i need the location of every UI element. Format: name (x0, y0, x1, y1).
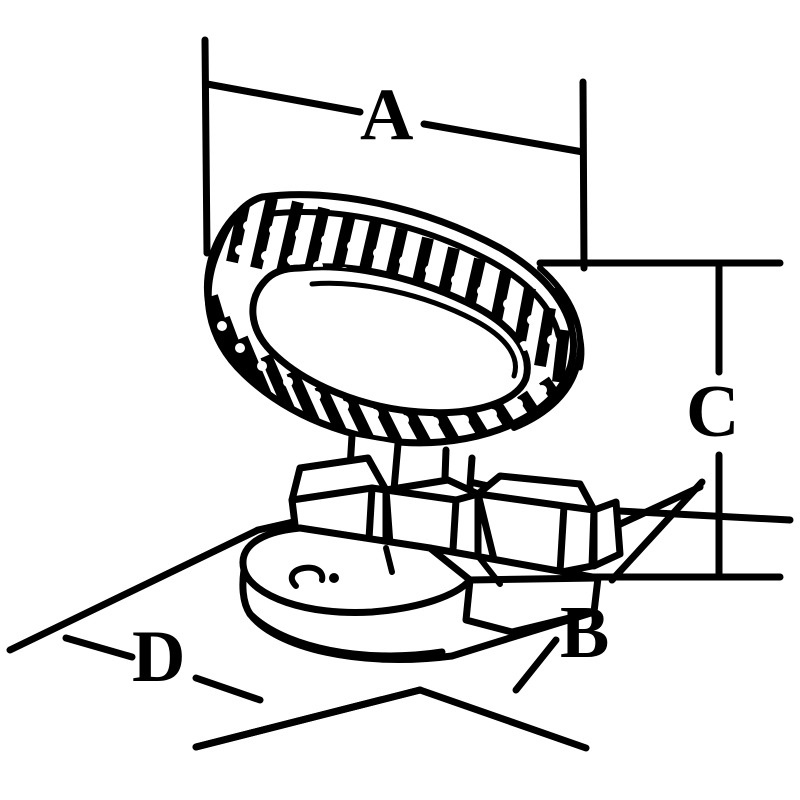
base-fastener-slot (288, 564, 326, 589)
ground-line-right-diagonal (596, 506, 794, 524)
dimension-b-line-upper (608, 478, 706, 584)
mounting-base (239, 454, 624, 664)
dimension-a-line-right (420, 120, 587, 156)
base-right-tab (590, 498, 624, 570)
dimension-b-extension-lower (416, 686, 590, 752)
dimension-d-line-left (62, 634, 136, 661)
dimension-b-line-lower (512, 636, 560, 694)
grip-inner-opening (249, 263, 531, 417)
dimension-label-c: C (686, 371, 740, 453)
grip-right-endcap-line-1 (511, 265, 584, 431)
knurled-oval-grip (203, 191, 585, 447)
base-foot-plate-front-lip (246, 610, 446, 660)
grip-inner-opening-inner-edge (309, 280, 518, 379)
grip-left-endcap-line (203, 211, 239, 323)
dimension-a-line-left (203, 80, 364, 116)
base-fastener-hole (329, 573, 339, 583)
ground-line-bottom-left (192, 686, 424, 751)
base-riser-right-vertical (556, 502, 568, 576)
base-rear-shelf-2 (462, 576, 516, 636)
dimension-label-b: B (560, 592, 610, 674)
base-detail-line-2 (475, 553, 503, 587)
dimension-d-extension-upper (6, 526, 262, 654)
dimension-label-d: D (132, 616, 186, 698)
dimension-a-extension-left (201, 36, 211, 257)
grip-right-endcap-line-2 (553, 287, 585, 371)
dimension-label-a: A (360, 74, 414, 156)
dimension-a-extension-right (579, 78, 588, 272)
base-foot-plate-top-edge (240, 566, 474, 617)
dimension-a-group (201, 36, 588, 272)
base-under-edge (508, 608, 598, 636)
base-detail-line-1 (383, 545, 395, 575)
dimension-d-line-right (192, 674, 264, 704)
